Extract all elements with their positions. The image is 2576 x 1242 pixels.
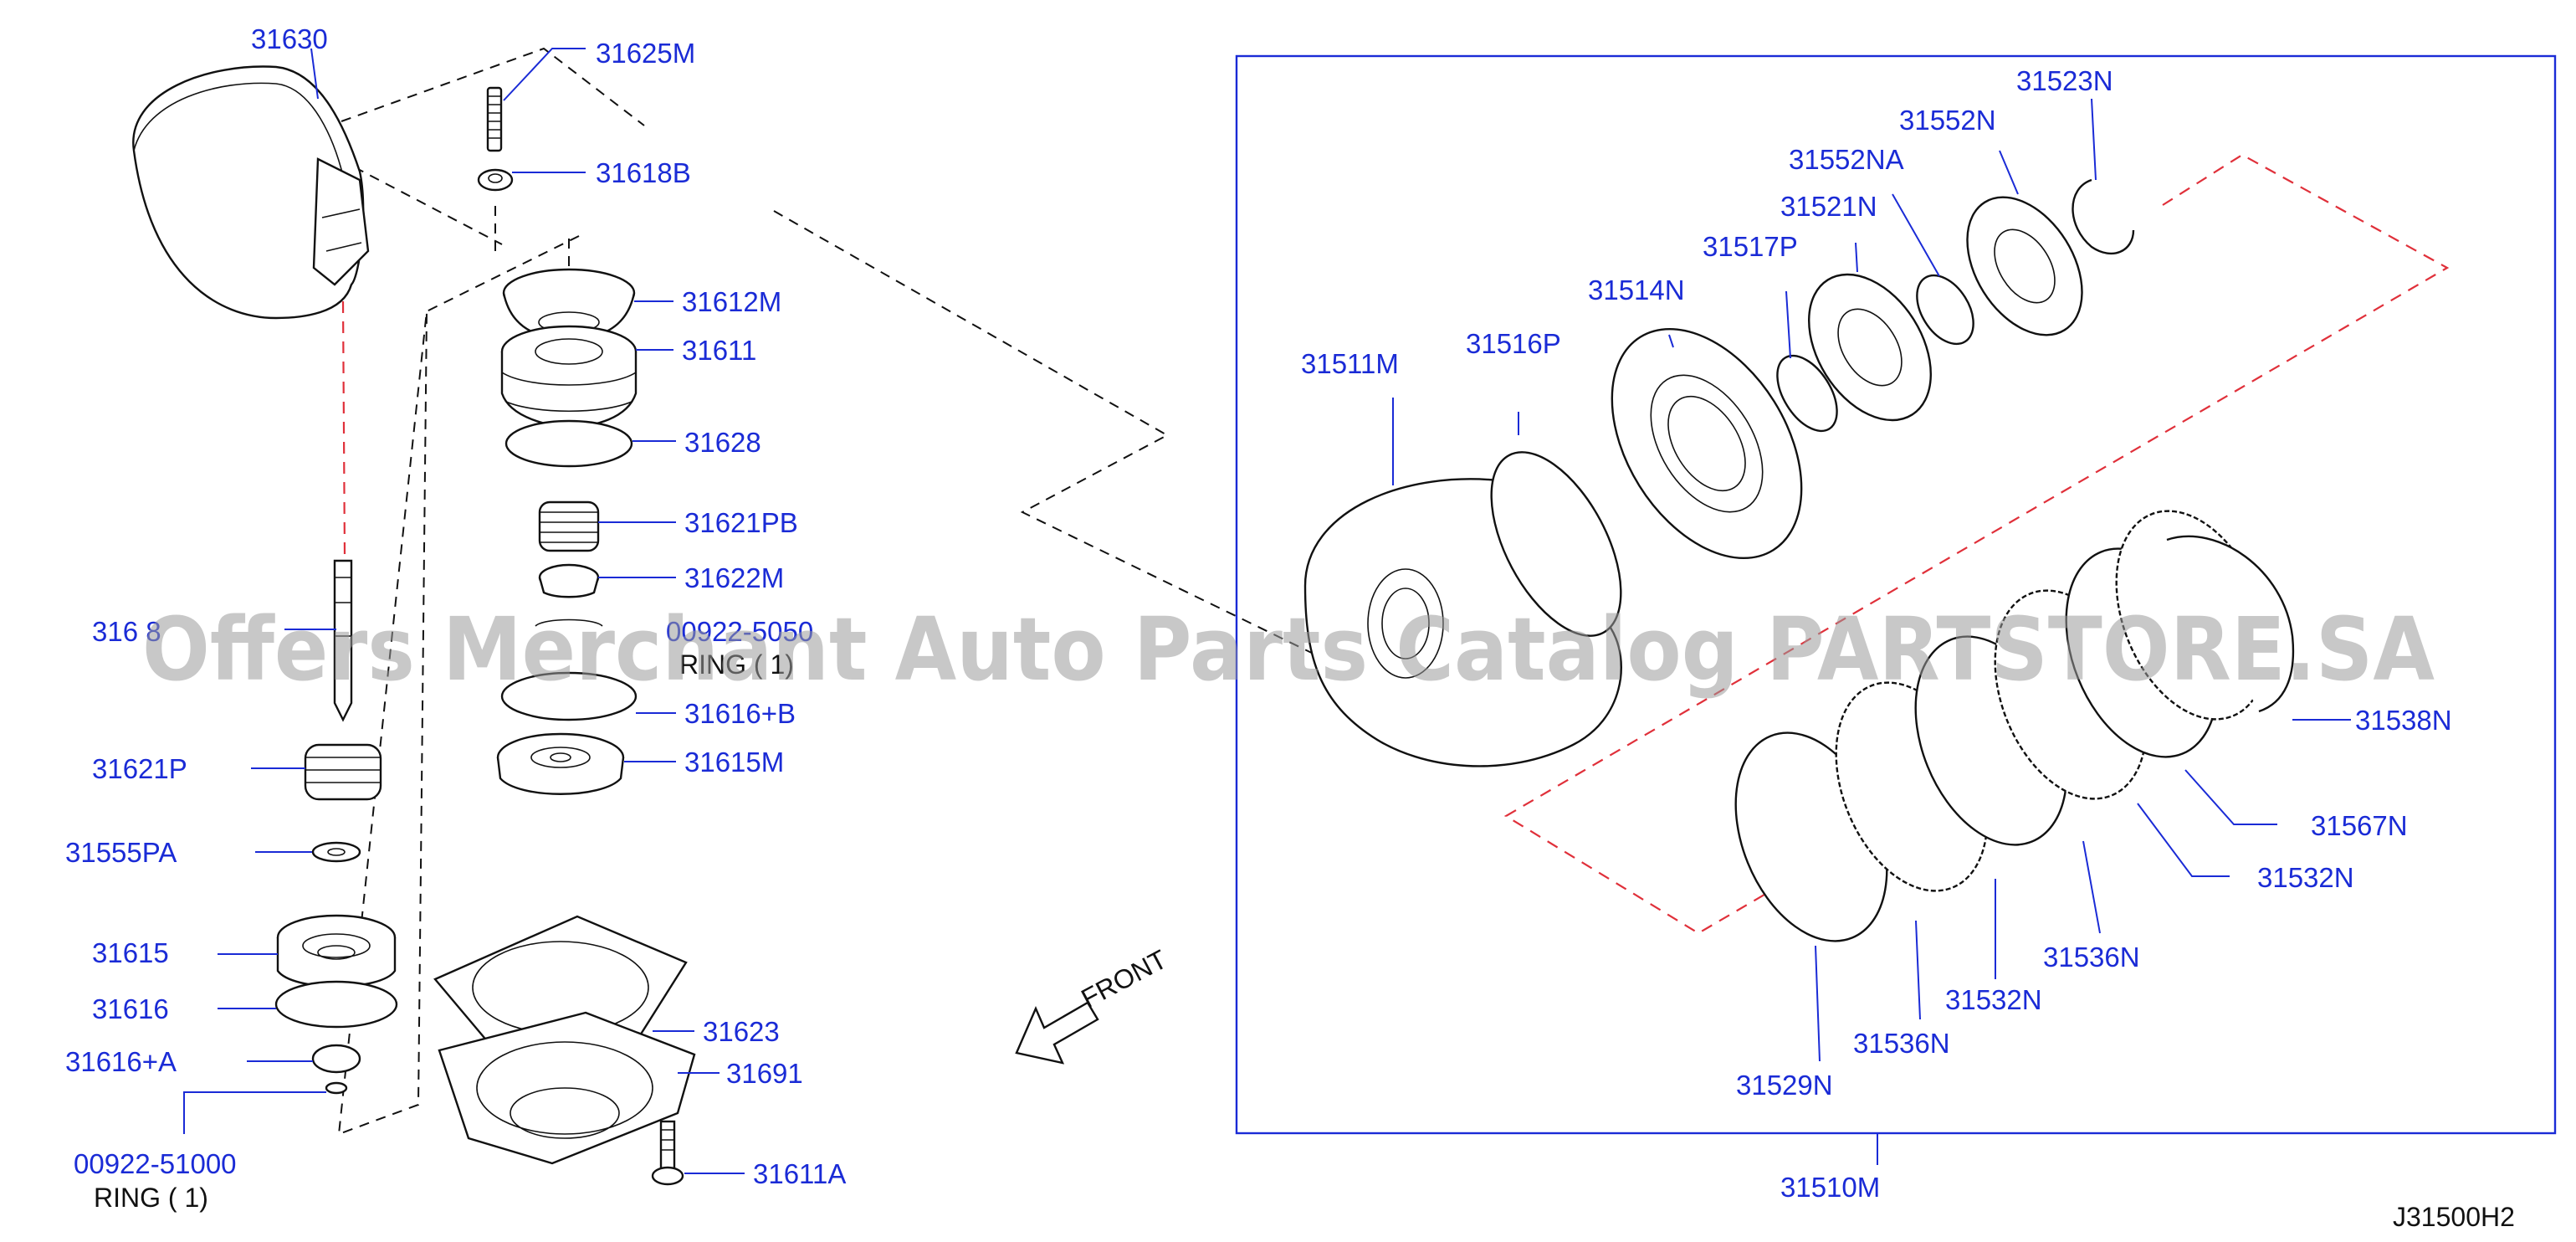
- seal-31616B: [500, 671, 638, 721]
- label-31618B: 31618B: [596, 157, 691, 188]
- label-31616A: 31616+A: [65, 1046, 177, 1077]
- label-31517P: 31517P: [1703, 231, 1798, 262]
- snap-ring-00922-5050: [535, 618, 603, 627]
- diagram-code: J31500H2: [2393, 1202, 2515, 1232]
- label-31615M: 31615M: [684, 747, 784, 778]
- piston-31615: [276, 914, 397, 988]
- nut-31618B: [477, 168, 514, 192]
- label-31611A: 31611A: [753, 1158, 846, 1189]
- label-31630: 31630: [251, 23, 328, 54]
- seal-31616A: [311, 1044, 361, 1074]
- label-31511M: 31511M: [1301, 348, 1399, 379]
- label-31622M: 31622M: [684, 562, 784, 593]
- label-31536N-b: 31536N: [1853, 1028, 1950, 1059]
- watermark: Offers Merchant Auto Parts Catalog PARTS…: [142, 598, 2435, 701]
- label-ring-upper: RING ( 1): [679, 649, 794, 680]
- servo-body-31691: [438, 1011, 696, 1165]
- plate-31552N: [1966, 196, 2083, 336]
- retainer-31521N: [1808, 273, 1932, 422]
- seal-31616: [274, 980, 398, 1029]
- red-dash-clutch-frame: [1503, 153, 2450, 935]
- spring-31621PB: [538, 500, 600, 552]
- dash-frame-top: [341, 47, 645, 126]
- ring-31552NA: [1916, 274, 1974, 346]
- cover-31615M: [496, 732, 625, 795]
- label-31625M: 31625M: [596, 38, 695, 69]
- label-31552N: 31552N: [1899, 105, 1996, 136]
- label-31516P: 31516P: [1466, 328, 1561, 359]
- snap-ring-31516P: [1490, 451, 1622, 637]
- snap-ring-31538N: [2166, 535, 2295, 713]
- label-00922-5050: 00922-5050: [666, 616, 813, 647]
- label-3168: 316 8: [92, 616, 161, 647]
- label-31612M: 31612M: [682, 286, 781, 317]
- cup-31612M: [502, 268, 636, 341]
- label-31536N-a: 31536N: [2043, 942, 2140, 973]
- front-label: FRONT: [1076, 944, 1171, 1014]
- seal-31628: [504, 419, 633, 468]
- label-31514N: 31514N: [1588, 275, 1685, 305]
- label-31521N: 31521N: [1780, 191, 1877, 222]
- label-31523N: 31523N: [2016, 65, 2113, 96]
- label-31623: 31623: [703, 1016, 780, 1047]
- label-31532N-b: 31532N: [1945, 984, 2042, 1015]
- label-31628: 31628: [684, 427, 761, 458]
- piston-31611: [500, 325, 638, 429]
- label-31616: 31616: [92, 993, 169, 1024]
- band-31630: [132, 65, 370, 320]
- dash-frame-center: [338, 158, 1381, 687]
- piston-31514N: [1611, 327, 1803, 560]
- spring-31621P: [304, 743, 382, 801]
- label-31611: 31611: [682, 335, 756, 366]
- stud-31625M: [486, 86, 503, 152]
- bolt-31611A: [651, 1120, 684, 1186]
- label-31691: 31691: [726, 1058, 803, 1089]
- label-31529N: 31529N: [1736, 1070, 1833, 1101]
- label-ring-lower: RING ( 1): [94, 1183, 208, 1213]
- label-31555PA: 31555PA: [65, 837, 177, 868]
- label-31621P: 31621P: [92, 753, 187, 784]
- front-arrow-icon: [1015, 1001, 1099, 1065]
- pin-31618: [333, 559, 353, 722]
- assembly-box: [1235, 54, 2557, 1135]
- retainer-31622M: [538, 563, 600, 598]
- label-31621PB: 31621PB: [684, 507, 798, 538]
- dash-frame-left: [337, 235, 580, 1136]
- label-00922-51000: 00922-51000: [74, 1148, 237, 1179]
- label-31552NA: 31552NA: [1789, 144, 1904, 175]
- snap-ring-31523N: [2072, 178, 2135, 255]
- label-31567N: 31567N: [2311, 810, 2408, 841]
- label-31510M: 31510M: [1780, 1172, 1880, 1203]
- seal-31517P: [1776, 354, 1838, 433]
- washer-31555PA: [311, 841, 361, 863]
- label-31532N-a: 31532N: [2257, 862, 2354, 893]
- label-31538N: 31538N: [2355, 705, 2452, 736]
- label-31616B: 31616+B: [684, 698, 796, 729]
- red-dash-servo-line: [341, 300, 346, 557]
- leader-lines: [183, 48, 2351, 1174]
- ring-00922-51000: [325, 1081, 348, 1095]
- label-31615: 31615: [92, 937, 169, 968]
